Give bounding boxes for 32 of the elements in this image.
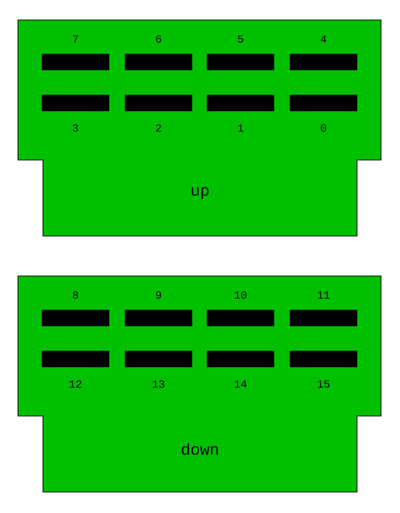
pin-number: 12	[70, 380, 82, 388]
pin-bar	[124, 350, 192, 368]
pin-bar	[290, 54, 358, 70]
pin-number: 15	[318, 380, 330, 388]
pin-number: 7	[73, 35, 78, 43]
pin-bar	[290, 94, 358, 112]
pin-number: 10	[234, 291, 246, 299]
pin-bar	[42, 54, 110, 70]
pin-number: 5	[238, 35, 244, 43]
pin-number: 14	[234, 380, 247, 388]
pin-bar	[290, 310, 358, 326]
pin-bar	[206, 310, 274, 326]
pin-bar	[206, 54, 274, 70]
pin-bar	[290, 350, 358, 368]
pin-number: 1	[238, 124, 244, 132]
pin-number: 11	[318, 291, 330, 299]
pin-number: 8	[72, 291, 78, 299]
pin-number: 6	[156, 35, 162, 43]
pin-bar	[42, 350, 110, 368]
pin-number: 4	[320, 35, 326, 43]
pin-number: 13	[152, 380, 164, 388]
pin-bar	[124, 94, 192, 112]
pin-bar	[124, 310, 192, 326]
pin-bar	[42, 310, 110, 326]
pin-number: 0	[320, 124, 326, 132]
pin-number: 9	[156, 291, 162, 299]
pin-bar	[206, 94, 274, 112]
pin-bar	[206, 350, 274, 368]
pin-number: 2	[156, 124, 162, 132]
pin-bar	[42, 94, 110, 112]
pin-bar	[124, 54, 192, 70]
pin-number: 3	[72, 124, 78, 132]
